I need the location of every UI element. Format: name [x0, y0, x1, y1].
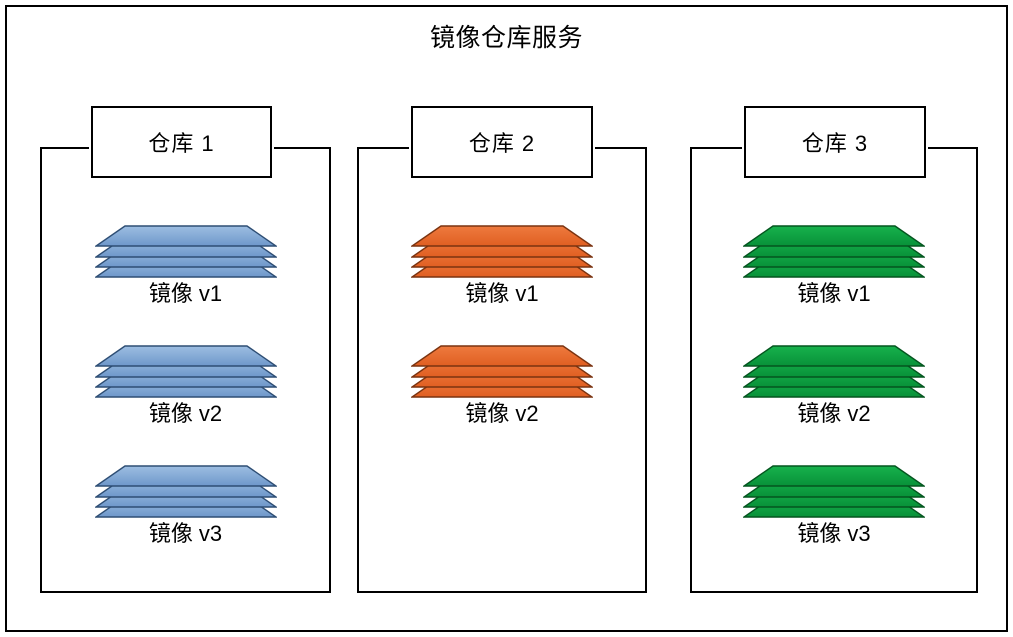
image-version-label: 镜像 v1: [465, 281, 539, 306]
image-version-label: 镜像 v2: [148, 401, 223, 426]
repository-3[interactable]: 仓库 3 镜像 v1 镜像 v2 镜像 v3: [690, 106, 978, 593]
image-layer-icon: [94, 465, 277, 487]
image-layer-stack: [411, 345, 593, 398]
image-layer-stack: [743, 465, 925, 518]
image-version-label: 镜像 v3: [148, 521, 223, 546]
repository-title-3[interactable]: 仓库 3: [744, 106, 926, 178]
image-layer-stack: [94, 225, 277, 278]
image-layer-icon: [411, 225, 593, 247]
image-layer-icon: [743, 345, 925, 367]
repository-1[interactable]: 仓库 1 镜像 v1 镜像 v2 镜像 v3: [40, 106, 331, 593]
image-item[interactable]: 镜像 v1: [690, 225, 978, 308]
repository-title-1[interactable]: 仓库 1: [91, 106, 272, 178]
repository-title-2[interactable]: 仓库 2: [411, 106, 593, 178]
image-layer-stack: [94, 345, 277, 398]
image-item[interactable]: 镜像 v3: [690, 465, 978, 548]
image-version-label: 镜像 v3: [797, 521, 871, 546]
image-layer-stack: [94, 465, 277, 518]
image-version-label: 镜像 v2: [797, 401, 871, 426]
image-version-label: 镜像 v1: [148, 281, 223, 306]
image-item[interactable]: 镜像 v2: [690, 345, 978, 428]
image-item[interactable]: 镜像 v3: [40, 465, 331, 548]
image-item[interactable]: 镜像 v2: [357, 345, 647, 428]
image-layer-icon: [94, 225, 277, 247]
image-version-label: 镜像 v1: [797, 281, 871, 306]
image-layer-stack: [411, 225, 593, 278]
image-item[interactable]: 镜像 v1: [357, 225, 647, 308]
image-layer-stack: [743, 345, 925, 398]
image-layer-icon: [743, 465, 925, 487]
image-item[interactable]: 镜像 v2: [40, 345, 331, 428]
image-version-label: 镜像 v2: [465, 401, 539, 426]
image-item[interactable]: 镜像 v1: [40, 225, 331, 308]
image-layer-stack: [743, 225, 925, 278]
image-layer-icon: [411, 345, 593, 367]
image-layer-icon: [94, 345, 277, 367]
image-layer-icon: [743, 225, 925, 247]
repository-2[interactable]: 仓库 2 镜像 v1 镜像 v2: [357, 106, 647, 593]
page-title: 镜像仓库服务: [429, 24, 583, 52]
